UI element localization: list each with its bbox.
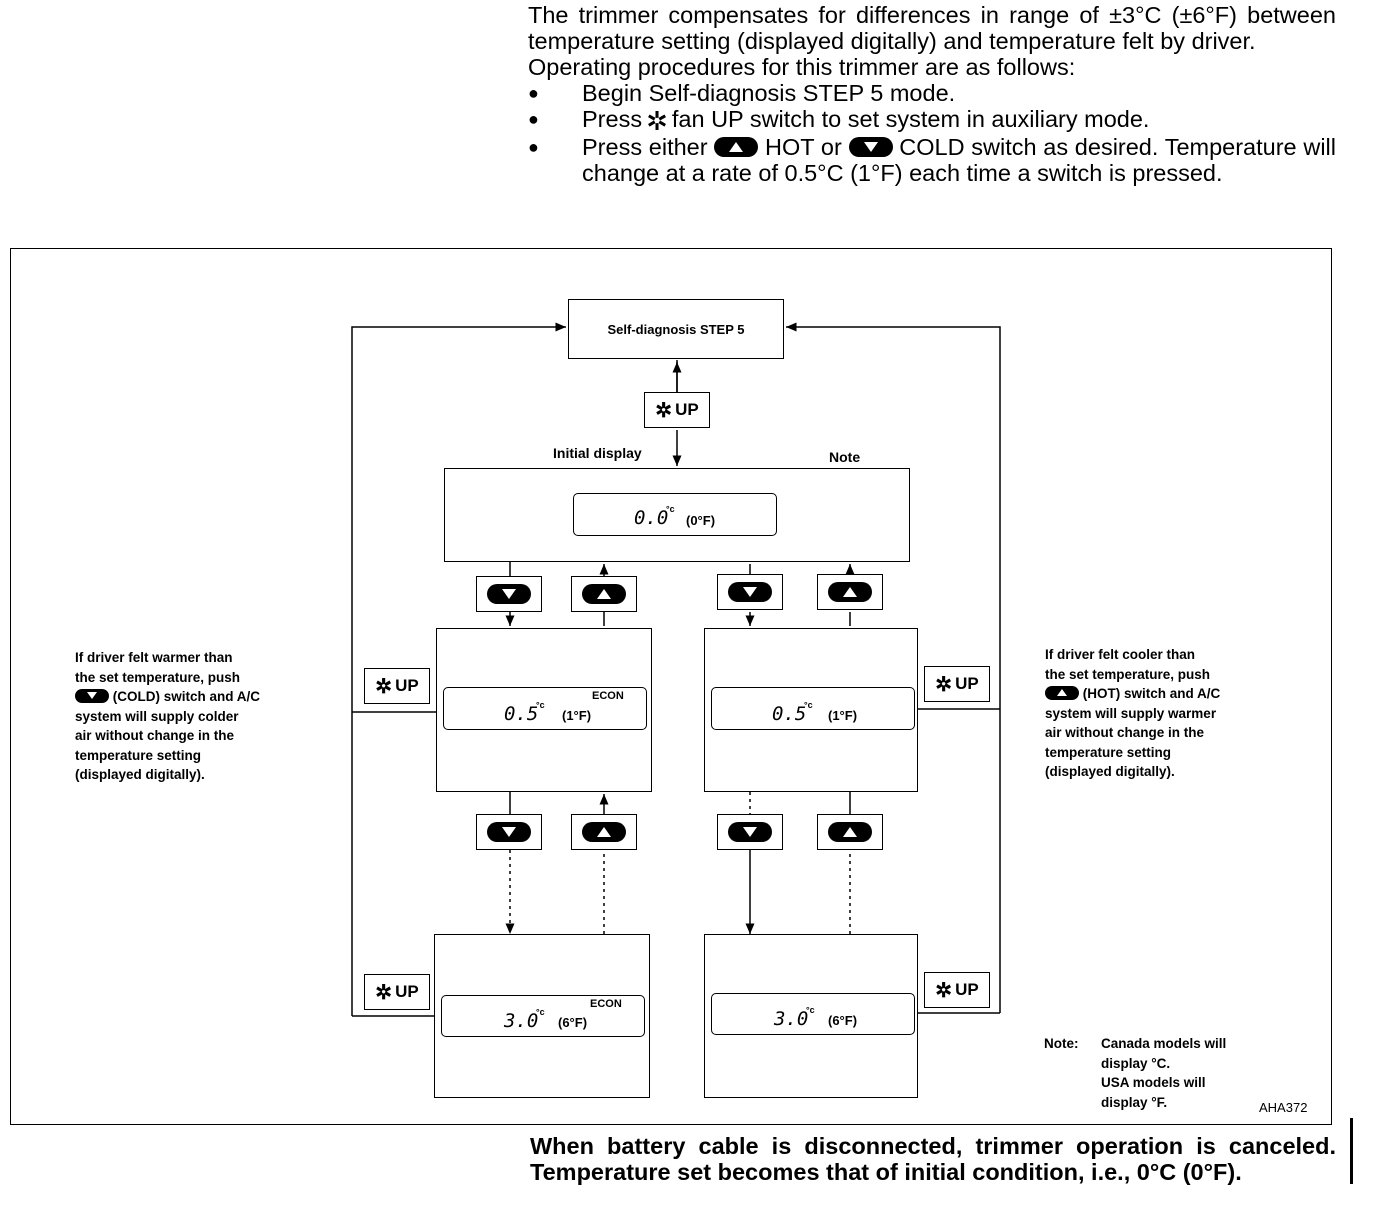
- note-heading: Note:: [1044, 1036, 1079, 1051]
- display-unit-c: °c: [806, 1005, 815, 1015]
- hot-display-lcd-1: 0.5 °c (1°F): [711, 687, 915, 730]
- cold-button-icon: [728, 822, 772, 842]
- cold-button-right-1[interactable]: [717, 574, 783, 610]
- hot-button-right-1[interactable]: [817, 574, 883, 610]
- fan-up-button-left-1[interactable]: ✲UP: [364, 668, 430, 704]
- display-value: 0.5: [772, 703, 807, 725]
- hot-display-panel-1: 0.5 °c (1°F): [704, 628, 918, 792]
- cold-display-lcd-1: ECON 0.5 °c (1°F): [443, 687, 647, 730]
- intro-text: The trimmer compensates for differences …: [528, 2, 1336, 186]
- fan-icon: ✲: [646, 106, 668, 136]
- econ-indicator: ECON: [592, 690, 624, 702]
- display-value: 0.0: [634, 507, 669, 529]
- fan-icon: ✲: [375, 981, 393, 1004]
- hot-display-lcd-2: 3.0 °c (6°F): [711, 993, 915, 1035]
- display-unit-c: °c: [666, 504, 675, 514]
- note-text: Canada models will display °C. USA model…: [1101, 1036, 1227, 1110]
- diagram-frame: [10, 248, 1332, 1125]
- display-value: 3.0: [504, 1010, 539, 1032]
- hot-button-left-2[interactable]: [571, 814, 637, 850]
- hot-button-right-2[interactable]: [817, 814, 883, 850]
- cold-button-right-2[interactable]: [717, 814, 783, 850]
- note-label: Note: [829, 449, 861, 465]
- cold-button-left-1[interactable]: [476, 576, 542, 612]
- fan-up-button-left-2[interactable]: ✲UP: [364, 974, 430, 1010]
- procedure-step-3: Press either HOT or COLD switch as desir…: [528, 134, 1336, 186]
- cold-button-icon: [848, 137, 893, 157]
- hot-button-icon: [582, 822, 626, 842]
- fan-up-button-right-2[interactable]: ✲UP: [924, 972, 990, 1008]
- display-unit-f: (1°F): [562, 708, 592, 723]
- procedure-step-2: Press✲fan UP switch to set system in aux…: [528, 106, 1336, 134]
- hot-button-icon: [828, 582, 872, 602]
- left-explanation: If driver felt warmer than the set tempe…: [75, 650, 261, 782]
- fan-icon: ✲: [935, 979, 953, 1002]
- hot-display-panel-2: 3.0 °c (6°F): [704, 934, 918, 1098]
- initial-display-lcd: 0.0 °c (0°F): [573, 493, 777, 536]
- display-unit-c: °c: [536, 1007, 545, 1017]
- fan-icon: ✲: [655, 399, 673, 422]
- initial-display-panel: 0.0 °c (0°F): [444, 468, 910, 562]
- change-bar: [1350, 1118, 1353, 1184]
- cold-button-left-2[interactable]: [476, 814, 542, 850]
- hot-button-icon: [582, 584, 626, 604]
- display-unit-f: (6°F): [828, 1013, 858, 1028]
- display-unit-c: °c: [536, 700, 545, 710]
- right-explanation: If driver felt cooler than the set tempe…: [1045, 647, 1221, 779]
- cold-display-panel-1: ECON 0.5 °c (1°F): [436, 628, 652, 792]
- display-value: 0.5: [504, 703, 539, 725]
- hot-button-icon: [714, 137, 759, 157]
- fan-icon: ✲: [935, 673, 953, 696]
- hot-button-icon: [1045, 686, 1079, 700]
- display-unit-c: °c: [804, 700, 813, 710]
- display-unit-f: (0°F): [686, 513, 716, 528]
- intro-para-2: Operating procedures for this trimmer ar…: [528, 54, 1076, 80]
- footer-note: When battery cable is disconnected, trim…: [530, 1133, 1336, 1185]
- fan-up-button-right-1[interactable]: ✲UP: [924, 666, 990, 702]
- self-diagnosis-step5-box: Self-diagnosis STEP 5: [568, 299, 784, 359]
- note-block: Note:: [1044, 1034, 1079, 1054]
- initial-display-label: Initial display: [553, 445, 642, 461]
- procedure-list: Begin Self-diagnosis STEP 5 mode. Press✲…: [528, 80, 1336, 186]
- hot-button-left-1[interactable]: [571, 576, 637, 612]
- fan-icon: ✲: [375, 675, 393, 698]
- display-value: 3.0: [774, 1008, 809, 1030]
- intro-para-1: The trimmer compensates for differences …: [528, 2, 1336, 54]
- fan-up-button-top[interactable]: ✲UP: [644, 392, 710, 428]
- display-unit-f: (1°F): [828, 708, 858, 723]
- econ-indicator: ECON: [590, 998, 622, 1010]
- cold-button-icon: [487, 822, 531, 842]
- cold-button-icon: [487, 584, 531, 604]
- cold-display-lcd-2: ECON 3.0 °c (6°F): [441, 995, 645, 1037]
- procedure-step-1: Begin Self-diagnosis STEP 5 mode.: [528, 80, 1336, 106]
- figure-id: AHA372: [1259, 1100, 1308, 1115]
- cold-button-icon: [75, 689, 109, 703]
- cold-display-panel-2: ECON 3.0 °c (6°F): [434, 934, 650, 1098]
- display-unit-f: (6°F): [558, 1015, 588, 1030]
- hot-button-icon: [828, 822, 872, 842]
- cold-button-icon: [728, 582, 772, 602]
